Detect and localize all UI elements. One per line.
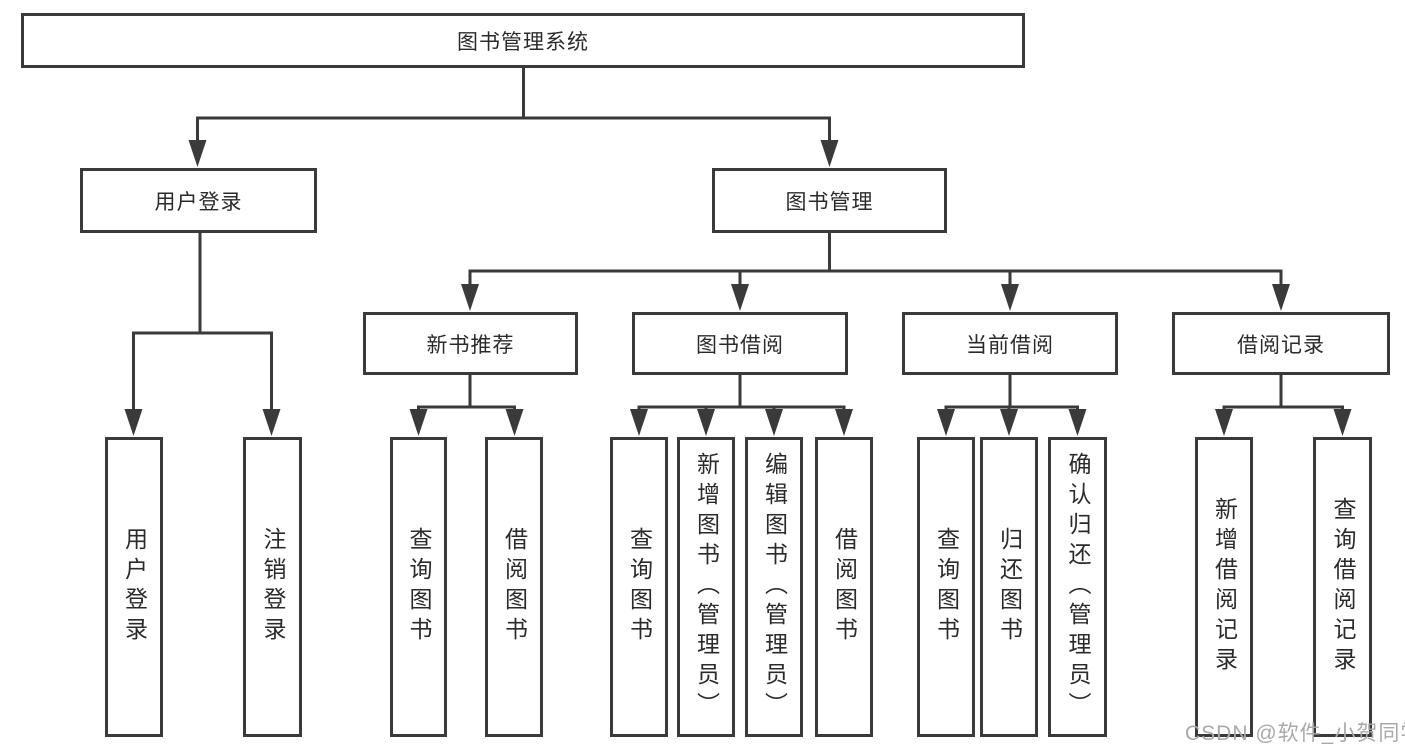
node-book-borrow: 图书借阅 [632,312,848,375]
node-leaf-add-book-admin: 新增图书（管理员） [677,437,735,737]
node-leaf-edit-book-admin: 编辑图书（管理员） [745,437,803,737]
node-leaf-logout: 注销登录 [243,437,302,737]
node-leaf-add-borrow-record: 新增借阅记录 [1195,437,1253,737]
node-leaf-return-books: 归还图书 [980,437,1038,737]
node-library-management-system: 图书管理系统 [21,13,1025,68]
csdn-watermark: CSDN @软件_小贺同学 [1185,722,1405,745]
node-leaf-borrow-books-recommend: 借阅图书 [485,437,543,737]
node-leaf-confirm-return-admin: 确认归还（管理员） [1048,437,1107,737]
node-leaf-query-books-recommend: 查询图书 [390,437,447,737]
node-user-login: 用户登录 [80,168,317,233]
node-new-book-recommend: 新书推荐 [363,312,578,375]
node-borrow-records: 借阅记录 [1172,312,1390,375]
node-leaf-user-login: 用户登录 [105,437,163,737]
node-leaf-query-books-borrow: 查询图书 [610,437,668,737]
node-leaf-borrow-books: 借阅图书 [815,437,873,737]
node-leaf-query-borrow-record: 查询借阅记录 [1313,437,1372,737]
node-current-borrow: 当前借阅 [902,312,1118,375]
node-book-management: 图书管理 [712,168,947,233]
node-leaf-query-books-current: 查询图书 [917,437,975,737]
